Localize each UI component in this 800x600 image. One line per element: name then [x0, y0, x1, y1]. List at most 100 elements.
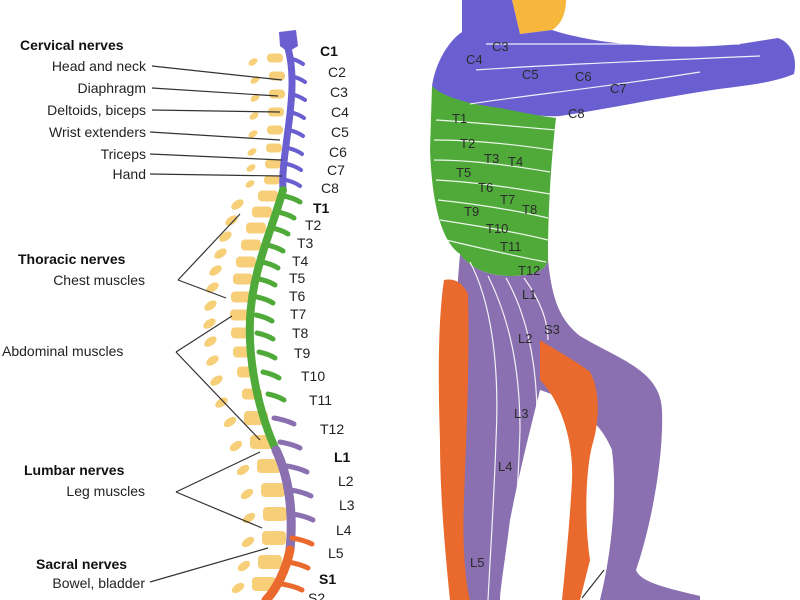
seg-l2: L2: [338, 473, 354, 489]
seg-t6: T6: [289, 288, 306, 304]
vertebra: [264, 175, 280, 185]
derm-l1: L1: [522, 287, 536, 302]
seg-l1: L1: [334, 449, 351, 465]
spinous-process: [231, 582, 245, 594]
nerve-roots: [253, 56, 316, 593]
vertebra: [267, 53, 283, 63]
derm-t10: T10: [486, 221, 508, 236]
derm-t2: T2: [460, 136, 475, 151]
derm-l3: L3: [514, 406, 528, 421]
sacral-region-back: [438, 279, 470, 600]
seg-s1: S1: [319, 571, 336, 587]
derm-t11: T11: [500, 239, 521, 254]
brainstem: [279, 30, 298, 52]
spine-segment-labels: C1 C2 C3 C4 C5 C6 C7 C8 T1 T2 T3 T4 T5 T…: [289, 43, 355, 600]
seg-t5: T5: [289, 270, 306, 286]
nerve-root: [284, 178, 302, 188]
label-hand: Hand: [113, 166, 146, 182]
vertebra: [263, 507, 287, 521]
vertebra: [241, 239, 261, 251]
spinous-process: [223, 416, 237, 428]
seg-t8: T8: [292, 325, 309, 341]
nerve-root: [260, 369, 282, 381]
derm-t9: T9: [464, 204, 479, 219]
nerve-root: [287, 128, 305, 138]
spinous-process: [242, 512, 256, 524]
label-bowel-bladder: Bowel, bladder: [52, 575, 145, 591]
seg-t12: T12: [320, 421, 344, 437]
leader-lines: [149, 65, 283, 583]
vertebra: [231, 291, 251, 303]
vertebra: [261, 483, 285, 497]
nerve-root: [284, 463, 310, 475]
nerve-root: [286, 146, 304, 156]
label-leg-muscles: Leg muscles: [66, 483, 145, 499]
nerve-root: [254, 330, 276, 342]
vertebra: [267, 125, 283, 135]
label-triceps: Triceps: [101, 146, 146, 162]
seg-c4: C4: [331, 104, 349, 120]
vertebrae: [203, 53, 287, 594]
nerve-group-labels: Cervical nerves Head and neck Diaphragm …: [2, 37, 147, 591]
derm-l4: L4: [498, 459, 512, 474]
nerve-root: [288, 487, 314, 499]
seg-t4: T4: [292, 253, 309, 269]
nerve-root: [253, 312, 275, 324]
nerve-root: [277, 439, 303, 451]
spinous-process: [225, 215, 238, 226]
seg-c8: C8: [321, 180, 339, 196]
seg-t11: T11: [309, 392, 332, 408]
spinous-process: [247, 148, 257, 156]
head-face: [512, 0, 566, 34]
derm-l2: L2: [518, 331, 532, 346]
vertebra: [269, 71, 285, 81]
nerve-root: [287, 56, 305, 66]
derm-t8: T8: [522, 202, 537, 217]
vertebra: [258, 555, 282, 569]
seg-c7: C7: [327, 162, 345, 178]
vertebra: [269, 89, 285, 99]
nerve-root: [289, 92, 307, 102]
vertebra: [233, 273, 253, 285]
derm-t7: T7: [500, 192, 515, 207]
nerve-root: [259, 259, 281, 271]
seg-t9: T9: [294, 345, 311, 361]
seg-s2: S2: [308, 590, 325, 600]
derm-t4: T4: [508, 154, 523, 169]
seg-t2: T2: [305, 217, 322, 233]
sacral-region-front: [540, 340, 598, 600]
label-abdominal-muscles: Abdominal muscles: [2, 343, 123, 359]
derm-t5: T5: [456, 165, 471, 180]
bottom-pointer: [581, 569, 605, 599]
derm-c5: C5: [522, 67, 539, 82]
spinal-cord-sacral: [261, 545, 295, 600]
derm-t12: T12: [518, 263, 540, 278]
thoracic-region: [430, 86, 556, 276]
spinous-process: [229, 440, 243, 452]
nerve-root: [289, 74, 307, 84]
dermatome-body-figure: [430, 0, 796, 600]
spinous-process: [236, 464, 250, 476]
derm-c3: C3: [492, 39, 509, 54]
nerve-root: [265, 391, 287, 403]
label-wrist-extenders: Wrist extenders: [49, 124, 146, 140]
derm-t3: T3: [484, 151, 499, 166]
sacral-title: Sacral nerves: [36, 556, 127, 572]
vertebra: [258, 190, 278, 202]
vertebra: [262, 531, 286, 545]
nerve-root: [275, 209, 297, 221]
vertebra: [230, 309, 250, 321]
spinous-process: [249, 112, 259, 120]
spinous-process: [210, 375, 223, 386]
dermatome-lines: [433, 43, 761, 600]
seg-l4: L4: [336, 522, 352, 538]
derm-s3: S3: [544, 322, 560, 337]
nerve-root: [256, 349, 278, 361]
spinous-process: [246, 164, 256, 172]
spinous-process: [215, 397, 228, 408]
derm-c4: C4: [466, 52, 483, 67]
seg-l5: L5: [328, 545, 344, 561]
derm-c7: C7: [610, 81, 627, 96]
label-diaphragm: Diaphragm: [78, 80, 146, 96]
